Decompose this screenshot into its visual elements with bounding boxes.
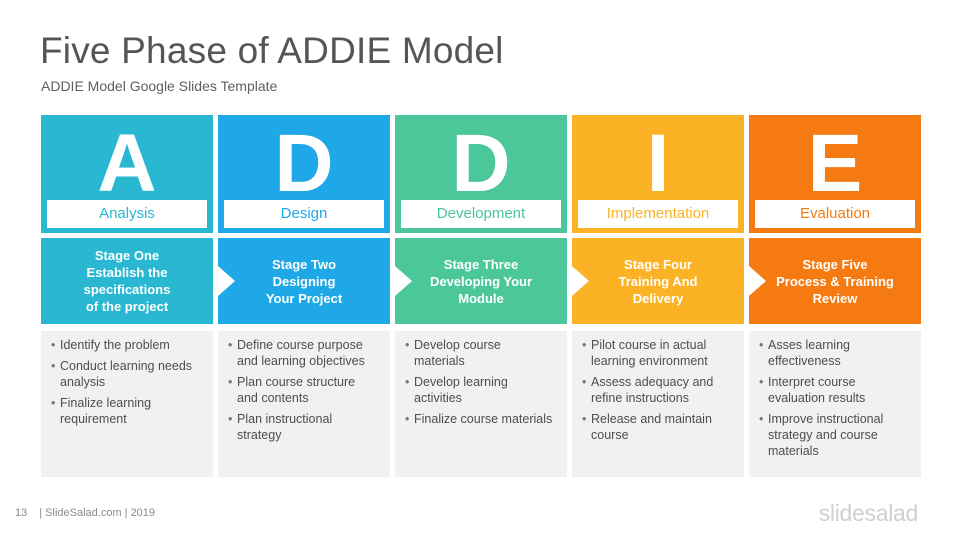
- task-item: • Assess adequacy and refine instructions: [582, 374, 732, 406]
- task-text: Conduct learning needs analysis: [60, 359, 193, 389]
- stage-text: Stage Five Process & Training Review: [776, 256, 894, 306]
- task-item: • Asses learning effectiveness: [759, 337, 909, 369]
- task-item: • Plan instructional strategy: [228, 411, 378, 443]
- arrow-notch: [572, 266, 589, 296]
- bullet-icon: •: [582, 338, 587, 352]
- phase-label: Implementation: [578, 200, 738, 228]
- task-text: Release and maintain course: [591, 412, 712, 442]
- task-text: Develop learning activities: [414, 375, 508, 405]
- arrow-notch: [218, 266, 235, 296]
- task-item: • Interpret course evaluation results: [759, 374, 909, 406]
- bullet-icon: •: [405, 412, 410, 426]
- task-item: • Release and maintain course: [582, 411, 732, 443]
- task-list: • Asses learning effectiveness • Interpret …: [759, 337, 909, 459]
- page-number: 13: [15, 507, 28, 519]
- bullet-icon: •: [582, 412, 587, 426]
- task-text: Plan course structure and contents: [237, 375, 356, 405]
- stage-description: Stage Three Developing Your Module: [395, 238, 567, 324]
- bullet-icon: •: [759, 338, 764, 352]
- task-list-box: • Identify the problem • Conduct learning n…: [41, 331, 213, 477]
- phase-letter: D: [274, 118, 334, 209]
- task-item: • Define course purpose and learning obje…: [228, 337, 378, 369]
- slide-title: Five Phase of ADDIE Model: [40, 30, 504, 71]
- footer: 13 | SlideSalad.com | 2019: [15, 507, 155, 519]
- task-list-box: • Pilot course in actual learning environ…: [572, 331, 744, 477]
- task-list: • Define course purpose and learning obje…: [228, 337, 378, 443]
- task-item: • Improve instructional strategy and cour…: [759, 411, 909, 459]
- task-item: • Conduct learning needs analysis: [51, 358, 201, 390]
- stage-description: Stage Two Designing Your Project: [218, 238, 390, 324]
- bullet-icon: •: [51, 396, 56, 410]
- stage-description: Stage Five Process & Training Review: [749, 238, 921, 324]
- task-text: Interpret course evaluation results: [768, 375, 866, 405]
- bullet-icon: •: [51, 359, 56, 373]
- task-text: Develop course materials: [414, 338, 501, 368]
- phase-label: Analysis: [47, 200, 207, 228]
- phase-letter: I: [646, 118, 670, 209]
- bullet-icon: •: [582, 375, 587, 389]
- task-item: • Identify the problem: [51, 337, 201, 353]
- task-list-box: • Define course purpose and learning obje…: [218, 331, 390, 477]
- task-item: • Develop learning activities: [405, 374, 555, 406]
- task-text: Improve instructional strategy and cours…: [768, 412, 884, 458]
- footer-source: | SlideSalad.com | 2019: [39, 507, 156, 519]
- bullet-icon: •: [51, 338, 56, 352]
- slide-subtitle: ADDIE Model Google Slides Template: [41, 78, 278, 94]
- task-item: • Finalize learning requirement: [51, 395, 201, 427]
- bullet-icon: •: [228, 338, 233, 352]
- arrow-notch: [395, 266, 412, 296]
- task-text: Plan instructional strategy: [237, 412, 333, 442]
- phase-label: Evaluation: [755, 200, 915, 228]
- task-list-box: • Asses learning effectiveness • Interpret …: [749, 331, 921, 477]
- task-item: • Develop course materials: [405, 337, 555, 369]
- stage-description: Stage One Establish the specifications o…: [41, 238, 213, 324]
- phase-label: Design: [224, 200, 384, 228]
- stage-text: Stage Two Designing Your Project: [265, 256, 343, 306]
- bullet-icon: •: [228, 375, 233, 389]
- bullet-icon: •: [405, 338, 410, 352]
- bullet-icon: •: [759, 375, 764, 389]
- task-item: • Finalize course materials: [405, 411, 555, 427]
- task-item: • Pilot course in actual learning environ…: [582, 337, 732, 369]
- phase-letter: E: [807, 118, 863, 209]
- phase-letter: A: [97, 118, 157, 209]
- stage-text: Stage Four Training And Delivery: [618, 256, 698, 306]
- bullet-icon: •: [405, 375, 410, 389]
- task-list-box: • Develop course materials • Develop learni…: [395, 331, 567, 477]
- arrow-notch: [749, 266, 766, 296]
- phase-label: Development: [401, 200, 561, 228]
- task-text: Asses learning effectiveness: [768, 338, 850, 368]
- phase-letter: D: [451, 118, 511, 209]
- task-item: • Plan course structure and contents: [228, 374, 378, 406]
- task-list: • Pilot course in actual learning environ…: [582, 337, 732, 443]
- bullet-icon: •: [228, 412, 233, 426]
- task-text: Identify the problem: [60, 338, 170, 352]
- task-list: • Identify the problem • Conduct learning n…: [51, 337, 201, 427]
- stage-text: Stage Three Developing Your Module: [429, 256, 533, 306]
- task-text: Define course purpose and learning objec…: [237, 338, 365, 368]
- stage-description: Stage Four Training And Delivery: [572, 238, 744, 324]
- task-list: • Develop course materials • Develop learni…: [405, 337, 555, 427]
- task-text: Pilot course in actual learning environm…: [591, 338, 708, 368]
- brand-logo: slidesalad: [818, 500, 919, 526]
- task-text: Finalize learning requirement: [60, 396, 152, 426]
- task-text: Assess adequacy and refine instructions: [591, 375, 714, 405]
- bullet-icon: •: [759, 412, 764, 426]
- stage-text: Stage One Establish the specifications o…: [83, 248, 171, 314]
- task-text: Finalize course materials: [414, 412, 553, 426]
